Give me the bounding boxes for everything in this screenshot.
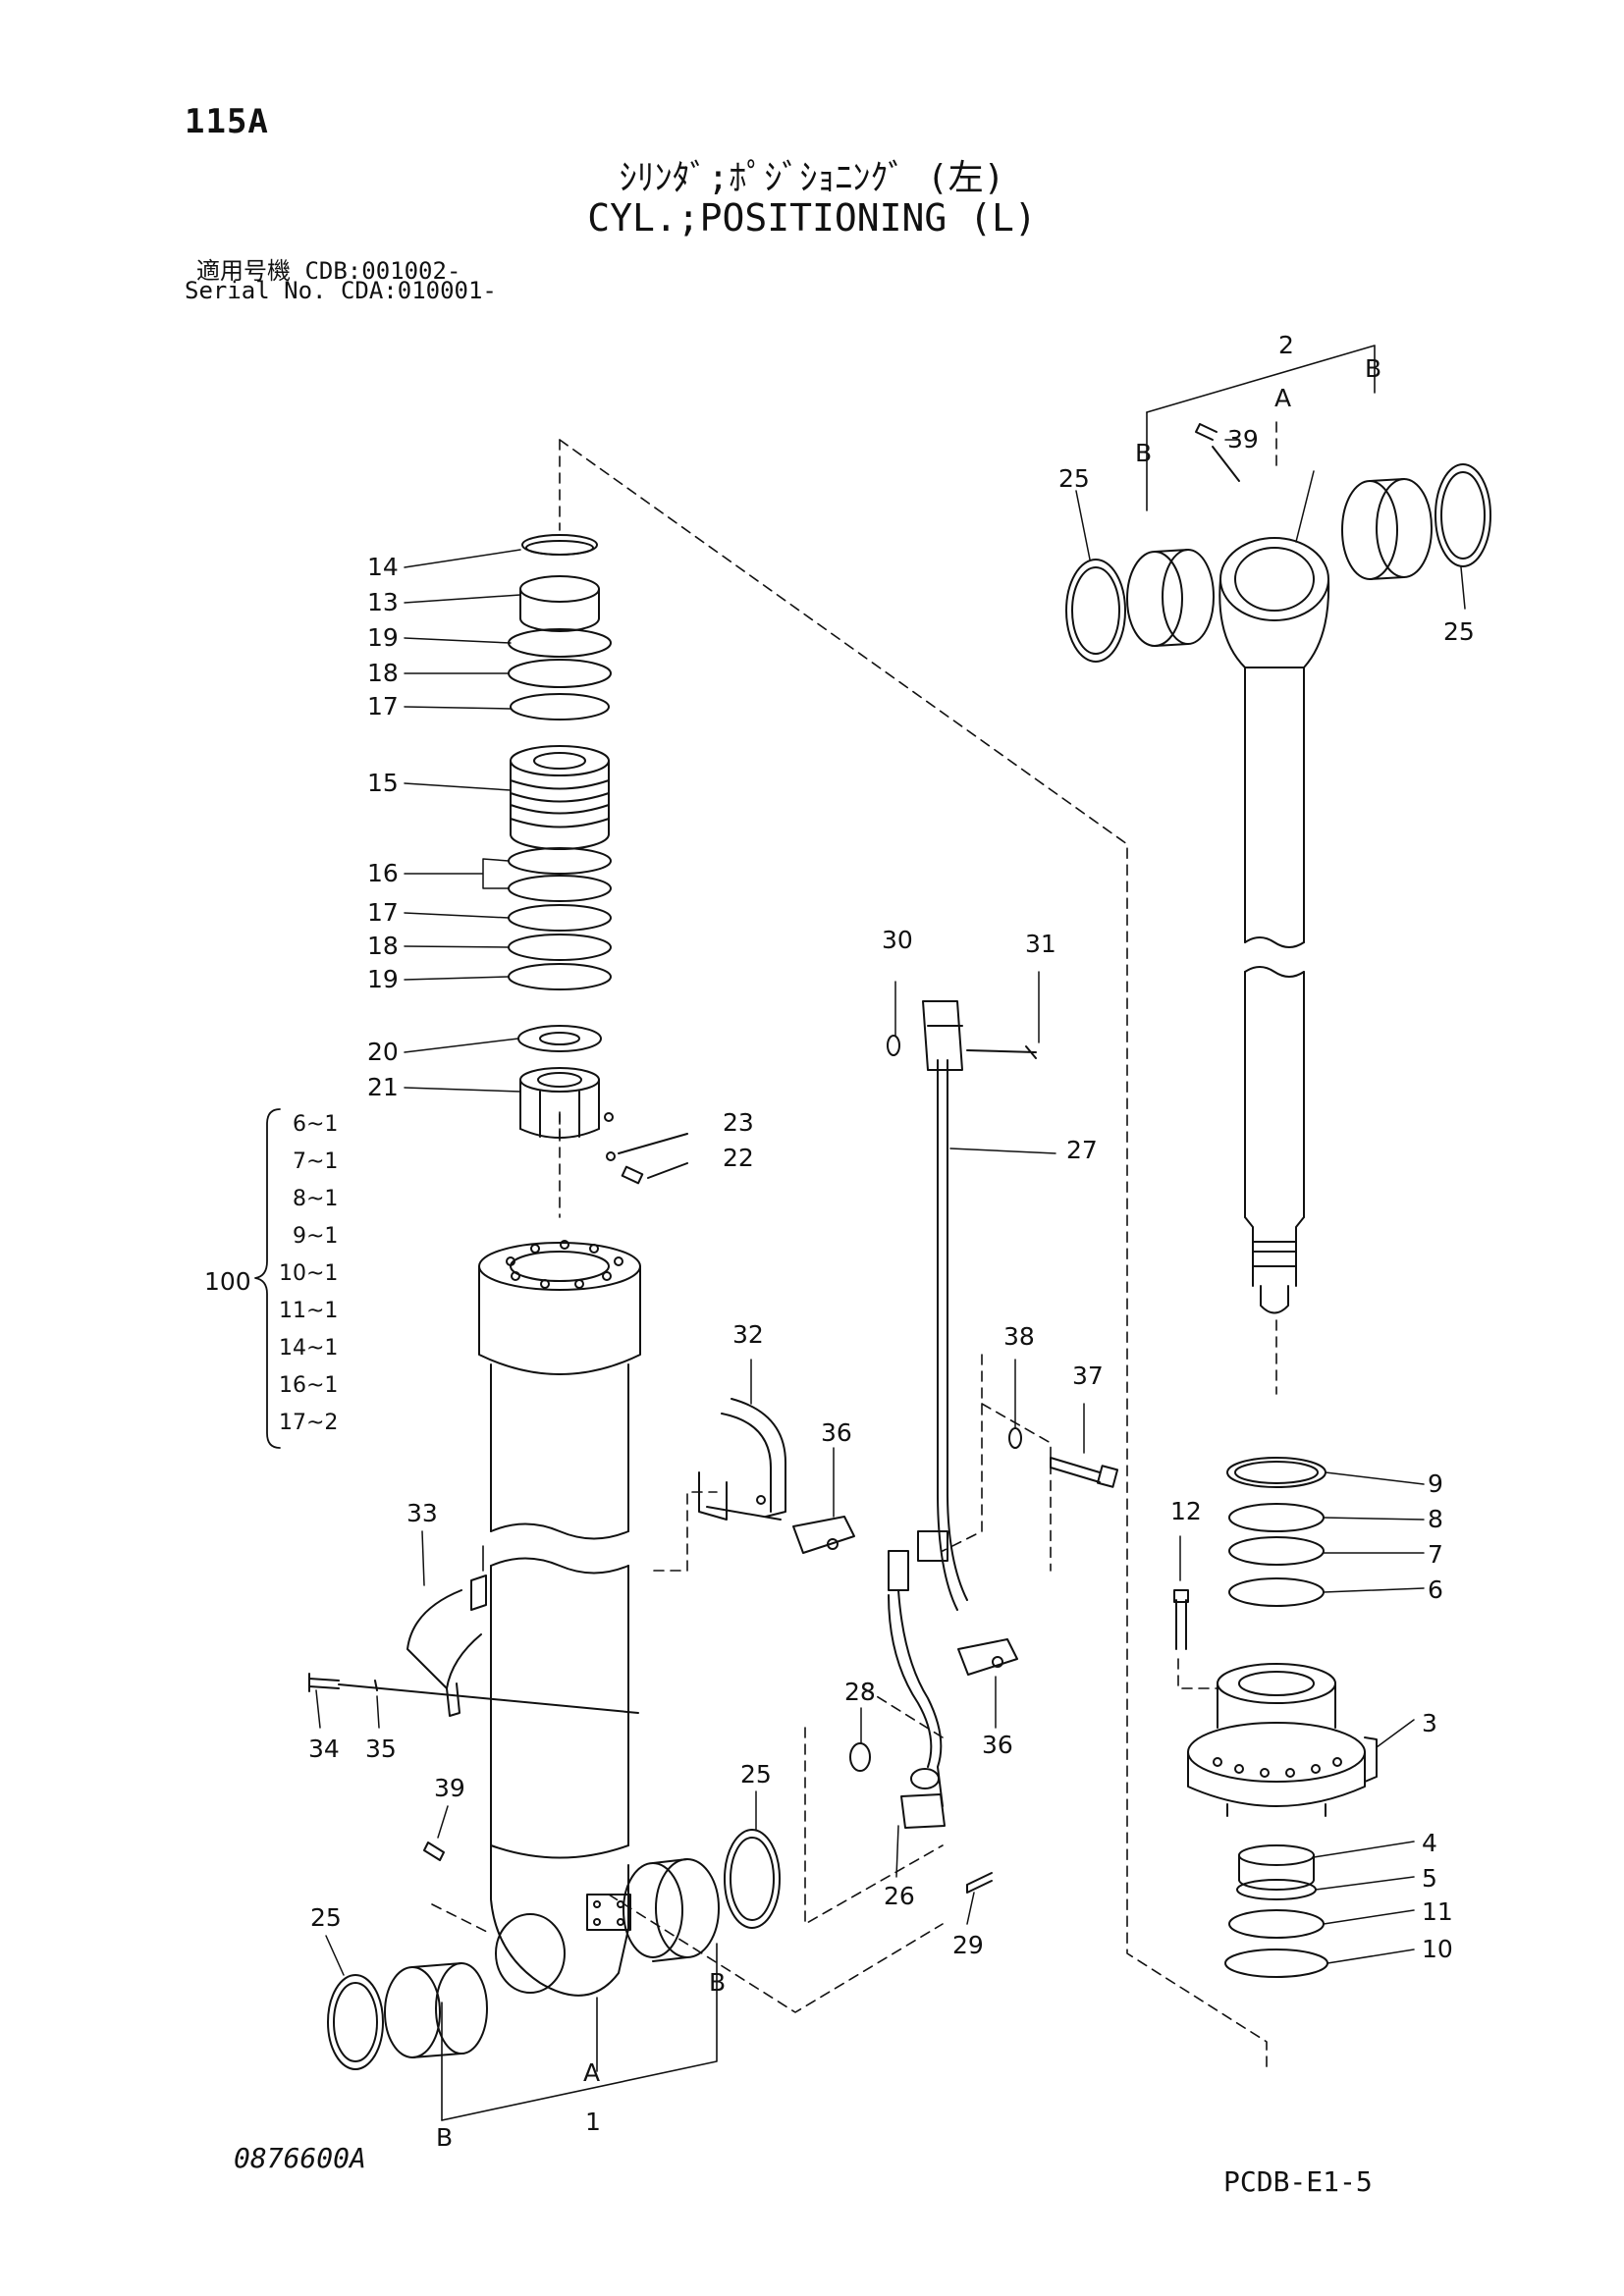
bracket-100 [254,1108,281,1449]
callout-9: 9 [1428,1469,1443,1498]
callout-25: 25 [740,1760,772,1789]
page-number: 115A [185,102,269,141]
callout-21: 21 [367,1073,399,1101]
drawing-code: 0876600A [234,2142,366,2174]
callout-30: 30 [882,926,913,954]
callout-labels: 14 13 19 18 17 15 16 17 18 19 20 21 23 2… [308,331,1475,2152]
kit-item: 7~1 [293,1149,338,1174]
callout-10: 10 [1422,1935,1453,1963]
callout-A: A [1274,384,1291,412]
kit-item: 14~1 [279,1336,338,1361]
piston-seal-stack [508,534,688,1185]
band-clamp [308,1575,639,1717]
callout-25: 25 [1443,617,1475,646]
callout-22: 22 [723,1144,754,1172]
callout-B: B [709,1968,726,1997]
callout-35: 35 [365,1735,397,1763]
leader-lines [315,439,1466,1976]
assembly-guide-lines [431,421,1277,2072]
callout-29: 29 [952,1931,984,1959]
callout-39: 39 [1227,425,1259,454]
callout-36: 36 [821,1418,852,1447]
callout-12: 12 [1170,1497,1202,1525]
callout-36: 36 [982,1731,1013,1759]
callout-34: 34 [308,1735,340,1763]
callout-16: 16 [367,859,399,887]
callout-37: 37 [1072,1362,1104,1390]
callout-18: 18 [367,659,399,687]
callout-38: 38 [1003,1322,1035,1351]
callout-A: A [583,2058,600,2087]
title-japanese: ｼﾘﾝﾀﾞ;ﾎﾟｼﾞｼｮﾆﾝｸﾞ (左) [619,158,1005,198]
callout-5: 5 [1422,1864,1437,1893]
applicable-serial-en: Serial No. CDA:010001- [185,277,497,304]
callout-19: 19 [367,623,399,652]
kit-item: 17~2 [279,1411,338,1435]
callout-B: B [1365,354,1381,383]
callout-23: 23 [723,1108,754,1137]
rod-head-assembly [1173,1457,1378,1978]
kit-label-100: 100 [204,1267,251,1296]
kit-item: 16~1 [279,1373,338,1398]
cylinder-tube [478,1240,641,1997]
callout-4: 4 [1422,1829,1437,1857]
sheet-code: PCDB-E1-5 [1223,2165,1373,2198]
kit-item: 11~1 [279,1299,338,1323]
callout-7: 7 [1428,1540,1443,1569]
title-english: CYL.;POSITIONING (L) [587,196,1037,240]
callout-17: 17 [367,692,399,721]
callout-33: 33 [406,1499,438,1527]
callout-18: 18 [367,932,399,960]
kit-item: 8~1 [293,1187,338,1211]
callout-6: 6 [1428,1575,1443,1604]
callout-11: 11 [1422,1897,1453,1926]
hydraulic-pipes [849,1000,1119,1894]
callout-20: 20 [367,1038,399,1066]
callout-28: 28 [844,1678,876,1706]
kit-item: 9~1 [293,1224,338,1249]
left-end-bushings [327,1829,781,2070]
rod-end-bushings [1065,463,1491,663]
upper-clamp-bracket [698,1398,786,1521]
callout-27: 27 [1066,1136,1098,1164]
callout-25: 25 [310,1903,342,1932]
kit-item: 6~1 [293,1112,338,1137]
piston-rod [1195,423,1330,1314]
callout-17: 17 [367,898,399,927]
callout-39: 39 [434,1774,465,1802]
applicable-serial-jp: 適用号機 CDB:001002- [196,257,461,285]
callout-13: 13 [367,588,399,616]
callout-26: 26 [884,1882,915,1910]
callout-1: 1 [585,2108,601,2136]
callout-31: 31 [1025,930,1056,958]
kit-100-list: 100 6~1 7~1 8~1 9~1 10~1 11~1 14~1 16~1 … [204,1112,338,1435]
callout-32: 32 [732,1320,764,1349]
callout-19: 19 [367,965,399,993]
callout-25: 25 [1058,464,1090,493]
callout-8: 8 [1428,1505,1443,1533]
callout-B: B [436,2123,453,2152]
callout-15: 15 [367,769,399,797]
callout-2: 2 [1278,331,1294,359]
group-lines [441,345,1376,2121]
kit-item: 10~1 [279,1261,338,1286]
callout-3: 3 [1422,1709,1437,1737]
callout-B: B [1135,439,1152,467]
pipe-clamps [792,1516,1018,1676]
callout-14: 14 [367,553,399,581]
